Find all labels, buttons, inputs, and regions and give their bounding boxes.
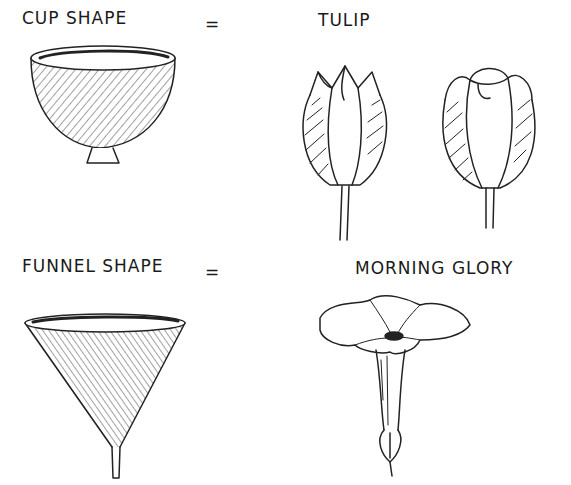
- flower-calyx: [380, 430, 401, 462]
- flower-petal-folds: [355, 300, 420, 345]
- cup-bowl: [31, 58, 175, 148]
- cup-foot: [87, 148, 119, 163]
- flower-stem: [390, 462, 392, 476]
- cup-sketch: [31, 46, 175, 163]
- label: TULIP: [318, 10, 371, 30]
- cup-inner-rim: [40, 51, 168, 58]
- tulip-shading: [305, 98, 383, 175]
- tulip-stem: [486, 188, 494, 228]
- flower-tube: [376, 350, 405, 430]
- funnel-sketch: [25, 314, 185, 478]
- tulip-bloom: [303, 95, 386, 185]
- label: =: [205, 262, 220, 282]
- tulip-sketch: [443, 68, 535, 228]
- cup-hatching: [31, 58, 175, 148]
- tulip-bloom: [443, 100, 535, 188]
- funnel-rim: [25, 314, 185, 332]
- tulip-stem: [340, 186, 349, 240]
- flower-petals: [320, 296, 470, 354]
- flower-throat: [385, 332, 403, 340]
- funnel-spout: [112, 447, 120, 478]
- tulip-petal-tips: [310, 66, 380, 95]
- cup-rim: [31, 46, 175, 70]
- funnel-hatching: [25, 323, 185, 447]
- funnel-inner-rim: [33, 317, 178, 322]
- tulip-petal-lines: [466, 78, 512, 188]
- label: =: [205, 14, 220, 34]
- label: FUNNEL SHAPE: [22, 256, 163, 276]
- label: MORNING GLORY: [355, 258, 513, 278]
- funnel-cone: [25, 323, 185, 447]
- morning-glory-sketch: [320, 296, 470, 476]
- flower-tube-lines: [381, 356, 388, 425]
- tulip-shading: [445, 100, 532, 180]
- label: CUP SHAPE: [22, 8, 127, 28]
- tulip-sketch: [303, 66, 386, 240]
